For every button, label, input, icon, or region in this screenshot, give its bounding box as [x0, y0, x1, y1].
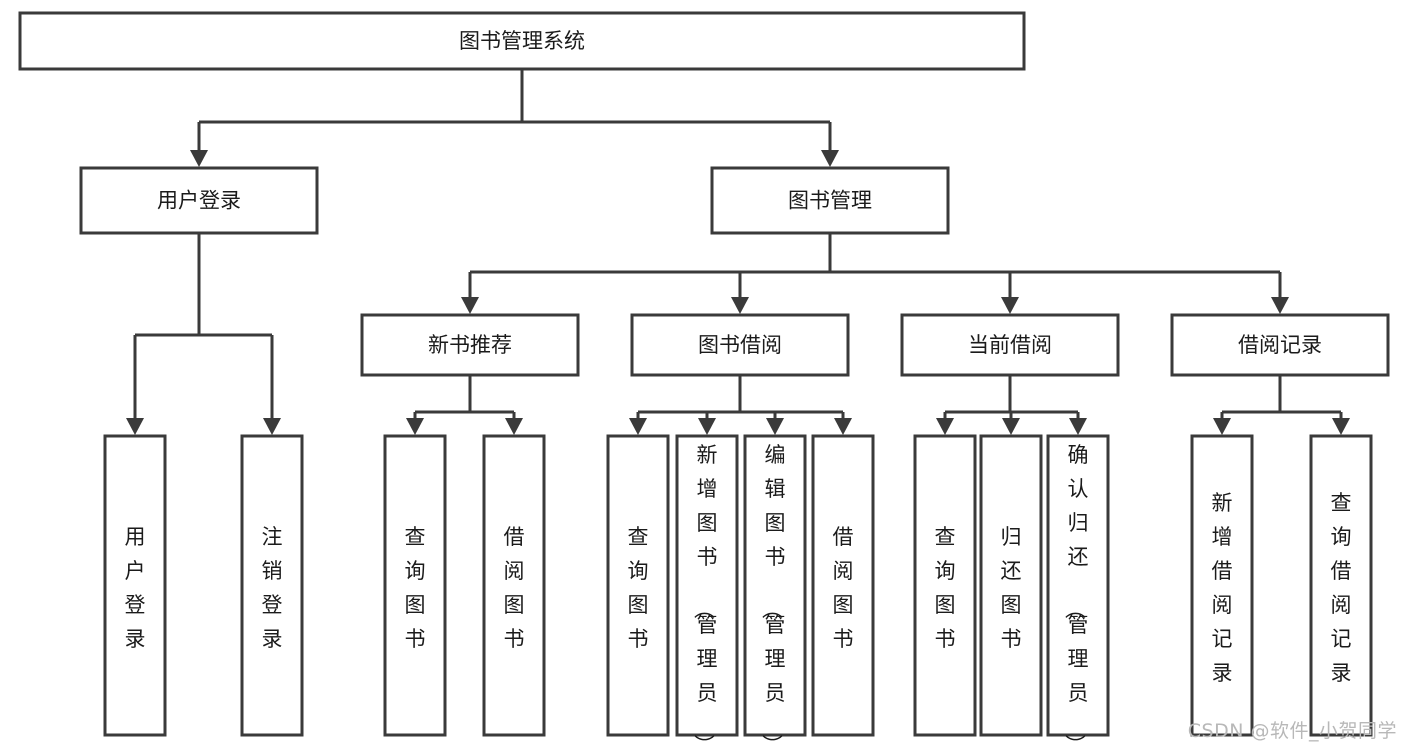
- node-box-leaf-query-book-3[interactable]: [913, 434, 977, 737]
- node-leaf-add-record[interactable]: 新增借阅记录: [1190, 434, 1254, 737]
- node-box-leaf-borrow-book-1[interactable]: [482, 434, 546, 737]
- node-leaf-user-login[interactable]: 用户登录: [103, 434, 167, 737]
- node-label-leaf-confirm-return: 确认归还（管理员）: [1063, 443, 1089, 747]
- edge-group-user-login: [126, 233, 281, 435]
- node-leaf-return-book[interactable]: 归还图书: [979, 434, 1043, 737]
- edge-group-current-borrow: [936, 375, 1087, 435]
- node-user-login[interactable]: 用户登录: [79, 166, 319, 235]
- edge-group-new-book-rec: [406, 375, 523, 435]
- node-leaf-query-record[interactable]: 查询借阅记录: [1309, 434, 1373, 737]
- edge-group-book-borrow: [629, 375, 852, 435]
- edges-layer: [126, 69, 1350, 435]
- edge-group-root: [190, 69, 839, 167]
- node-box-leaf-confirm-return[interactable]: [1046, 434, 1110, 737]
- node-box-new-book-rec[interactable]: [360, 313, 580, 377]
- node-box-leaf-add-book[interactable]: [675, 434, 739, 737]
- node-label-leaf-user-login: 用户登录: [125, 525, 146, 651]
- edge-group-borrow-record: [1213, 375, 1350, 435]
- node-box-current-borrow[interactable]: [900, 313, 1120, 377]
- node-box-leaf-borrow-book-2[interactable]: [811, 434, 875, 737]
- node-label-book-manage: 图书管理: [788, 189, 872, 213]
- node-box-leaf-add-record[interactable]: [1190, 434, 1254, 737]
- node-label-leaf-borrow-book-2: 借阅图书: [833, 525, 854, 651]
- node-leaf-query-book-1[interactable]: 查询图书: [383, 434, 447, 737]
- node-label-leaf-query-book-2: 查询图书: [628, 525, 649, 651]
- node-root[interactable]: 图书管理系统: [18, 11, 1026, 71]
- node-box-user-login[interactable]: [79, 166, 319, 235]
- node-box-leaf-user-login[interactable]: [103, 434, 167, 737]
- node-leaf-query-book-2[interactable]: 查询图书: [606, 434, 670, 737]
- node-box-borrow-record[interactable]: [1170, 313, 1390, 377]
- node-borrow-record[interactable]: 借阅记录: [1170, 313, 1390, 377]
- node-box-leaf-return-book[interactable]: [979, 434, 1043, 737]
- node-box-leaf-logout[interactable]: [240, 434, 304, 737]
- node-label-new-book-rec: 新书推荐: [428, 333, 512, 357]
- node-new-book-rec[interactable]: 新书推荐: [360, 313, 580, 377]
- node-label-leaf-logout: 注销登录: [262, 525, 283, 651]
- node-leaf-logout[interactable]: 注销登录: [240, 434, 304, 737]
- node-label-leaf-query-book-1: 查询图书: [405, 525, 426, 651]
- node-label-root: 图书管理系统: [459, 29, 585, 53]
- node-label-book-borrow: 图书借阅: [698, 333, 782, 357]
- node-box-leaf-query-book-2[interactable]: [606, 434, 670, 737]
- node-label-leaf-query-record: 查询借阅记录: [1331, 491, 1352, 685]
- node-leaf-borrow-book-2[interactable]: 借阅图书: [811, 434, 875, 737]
- node-label-leaf-edit-book: 编辑图书（管理员）: [760, 443, 786, 747]
- nodes-layer: 图书管理系统用户登录图书管理新书推荐图书借阅当前借阅借阅记录用户登录注销登录查询…: [18, 11, 1390, 747]
- node-box-leaf-edit-book[interactable]: [743, 434, 807, 737]
- node-label-leaf-add-record: 新增借阅记录: [1212, 491, 1233, 685]
- node-box-book-borrow[interactable]: [630, 313, 850, 377]
- node-leaf-add-book[interactable]: 新增图书（管理员）: [675, 434, 739, 747]
- node-box-book-manage[interactable]: [710, 166, 950, 235]
- node-box-leaf-query-book-1[interactable]: [383, 434, 447, 737]
- node-book-borrow[interactable]: 图书借阅: [630, 313, 850, 377]
- node-current-borrow[interactable]: 当前借阅: [900, 313, 1120, 377]
- node-box-root[interactable]: [18, 11, 1026, 71]
- node-leaf-borrow-book-1[interactable]: 借阅图书: [482, 434, 546, 737]
- edge-group-book-manage: [461, 233, 1289, 314]
- node-label-current-borrow: 当前借阅: [968, 333, 1052, 357]
- node-leaf-edit-book[interactable]: 编辑图书（管理员）: [743, 434, 807, 747]
- node-label-leaf-query-book-3: 查询图书: [935, 525, 956, 651]
- node-leaf-confirm-return[interactable]: 确认归还（管理员）: [1046, 434, 1110, 747]
- node-book-manage[interactable]: 图书管理: [710, 166, 950, 235]
- node-label-borrow-record: 借阅记录: [1238, 333, 1322, 357]
- node-label-leaf-add-book: 新增图书（管理员）: [692, 443, 718, 747]
- node-label-user-login: 用户登录: [157, 189, 241, 213]
- node-leaf-query-book-3[interactable]: 查询图书: [913, 434, 977, 737]
- node-label-leaf-borrow-book-1: 借阅图书: [504, 525, 525, 651]
- node-box-leaf-query-record[interactable]: [1309, 434, 1373, 737]
- node-label-leaf-return-book: 归还图书: [1001, 525, 1022, 651]
